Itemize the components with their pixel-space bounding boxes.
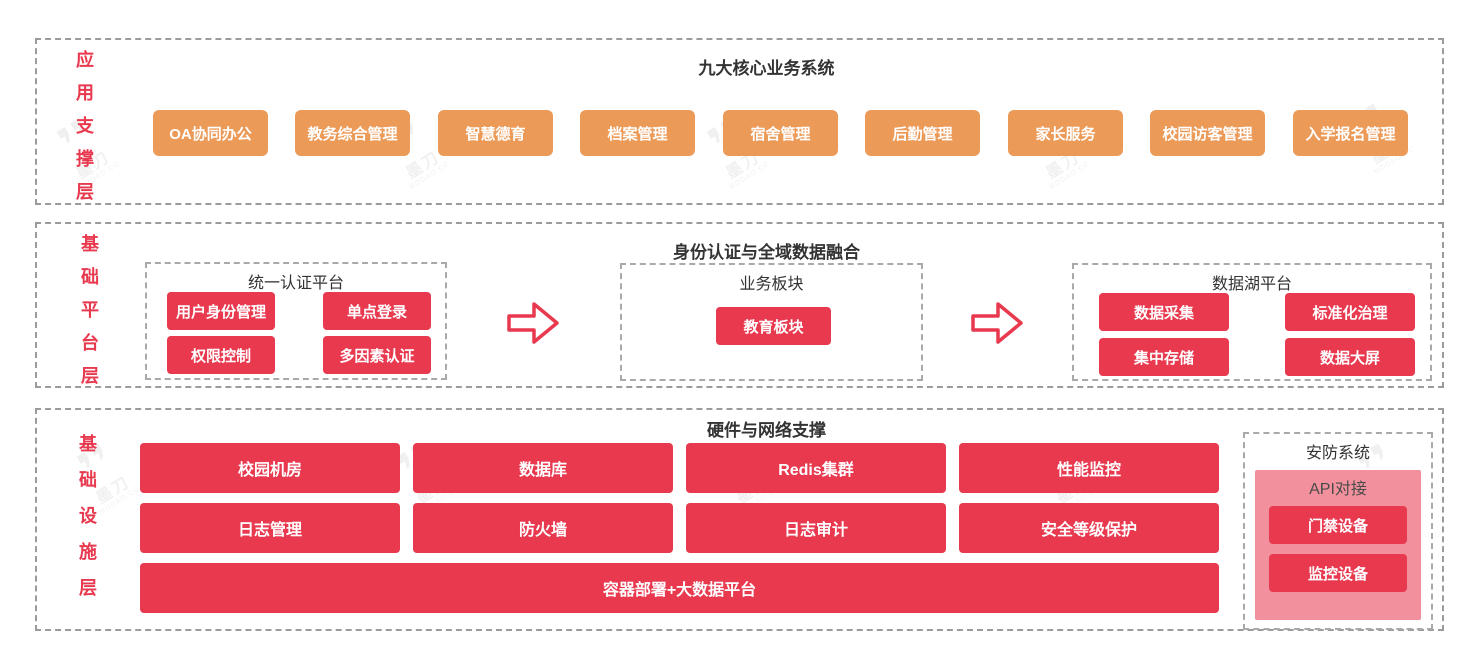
node-security-level-protection[interactable]: 安全等级保护 — [959, 503, 1219, 553]
security-system-box: 安防系统 API对接 门禁设备 监控设备 — [1243, 432, 1433, 630]
api-connection-title: API对接 — [1309, 481, 1367, 498]
infrastructure-layer-box — [35, 408, 1444, 631]
node-dormitory-mgmt[interactable]: 宿舍管理 — [723, 110, 838, 156]
node-archive-mgmt[interactable]: 档案管理 — [580, 110, 695, 156]
right-arrow-icon — [971, 302, 1023, 344]
business-section-title: 业务板块 — [739, 276, 804, 293]
node-container-bigdata-platform[interactable]: 容器部署+大数据平台 — [140, 563, 1219, 613]
data-lake-platform-box: 数据湖平台 数据采集 标准化治理 集中存储 数据大屏 — [1072, 263, 1432, 381]
node-single-sign-on[interactable]: 单点登录 — [323, 292, 431, 330]
node-campus-visitor-mgmt[interactable]: 校园访客管理 — [1150, 110, 1265, 156]
infrastructure-layer-title: 硬件与网络支撑 — [707, 421, 826, 440]
unified-auth-platform-box: 统一认证平台 用户身份管理 单点登录 权限控制 多因素认证 — [145, 262, 447, 380]
infrastructure-layer-label: 基础设施层 — [79, 434, 97, 598]
node-database[interactable]: 数据库 — [413, 443, 673, 493]
node-firewall[interactable]: 防火墙 — [413, 503, 673, 553]
node-data-dashboard[interactable]: 数据大屏 — [1285, 338, 1415, 376]
node-campus-server-room[interactable]: 校园机房 — [140, 443, 400, 493]
node-log-mgmt[interactable]: 日志管理 — [140, 503, 400, 553]
node-smart-moral-edu[interactable]: 智慧德育 — [438, 110, 553, 156]
node-oa-office[interactable]: OA协同办公 — [153, 110, 268, 156]
node-user-identity-mgmt[interactable]: 用户身份管理 — [167, 292, 275, 330]
data-lake-platform-title: 数据湖平台 — [1211, 276, 1292, 293]
node-standard-governance[interactable]: 标准化治理 — [1285, 293, 1415, 331]
platform-layer-label: 基础平台层 — [81, 234, 99, 386]
node-education-section[interactable]: 教育板块 — [716, 307, 831, 345]
business-section-box: 业务板块 教育板块 — [620, 263, 923, 381]
node-access-control-device[interactable]: 门禁设备 — [1269, 506, 1407, 544]
node-log-audit[interactable]: 日志审计 — [686, 503, 946, 553]
node-academic-mgmt[interactable]: 教务综合管理 — [295, 110, 410, 156]
platform-layer-box — [35, 222, 1444, 388]
node-logistics-mgmt[interactable]: 后勤管理 — [865, 110, 980, 156]
platform-layer-title: 身份认证与全域数据融合 — [673, 243, 860, 262]
node-mfa[interactable]: 多因素认证 — [323, 336, 431, 374]
app-layer-title: 九大核心业务系统 — [698, 59, 835, 78]
node-surveillance-device[interactable]: 监控设备 — [1269, 554, 1407, 592]
node-performance-monitor[interactable]: 性能监控 — [959, 443, 1219, 493]
right-arrow-icon — [507, 302, 559, 344]
node-data-collection[interactable]: 数据采集 — [1099, 293, 1229, 331]
unified-auth-platform-title: 统一认证平台 — [247, 275, 344, 292]
app-support-layer-box — [35, 38, 1444, 205]
app-support-layer-label: 应用支撑层 — [76, 50, 94, 202]
node-centralized-storage[interactable]: 集中存储 — [1099, 338, 1229, 376]
node-parent-service[interactable]: 家长服务 — [1008, 110, 1123, 156]
node-permission-control[interactable]: 权限控制 — [167, 336, 275, 374]
api-connection-panel: API对接 门禁设备 监控设备 — [1255, 470, 1421, 620]
node-redis-cluster[interactable]: Redis集群 — [686, 443, 946, 493]
security-system-title: 安防系统 — [1305, 445, 1370, 462]
node-enrollment-mgmt[interactable]: 入学报名管理 — [1293, 110, 1408, 156]
